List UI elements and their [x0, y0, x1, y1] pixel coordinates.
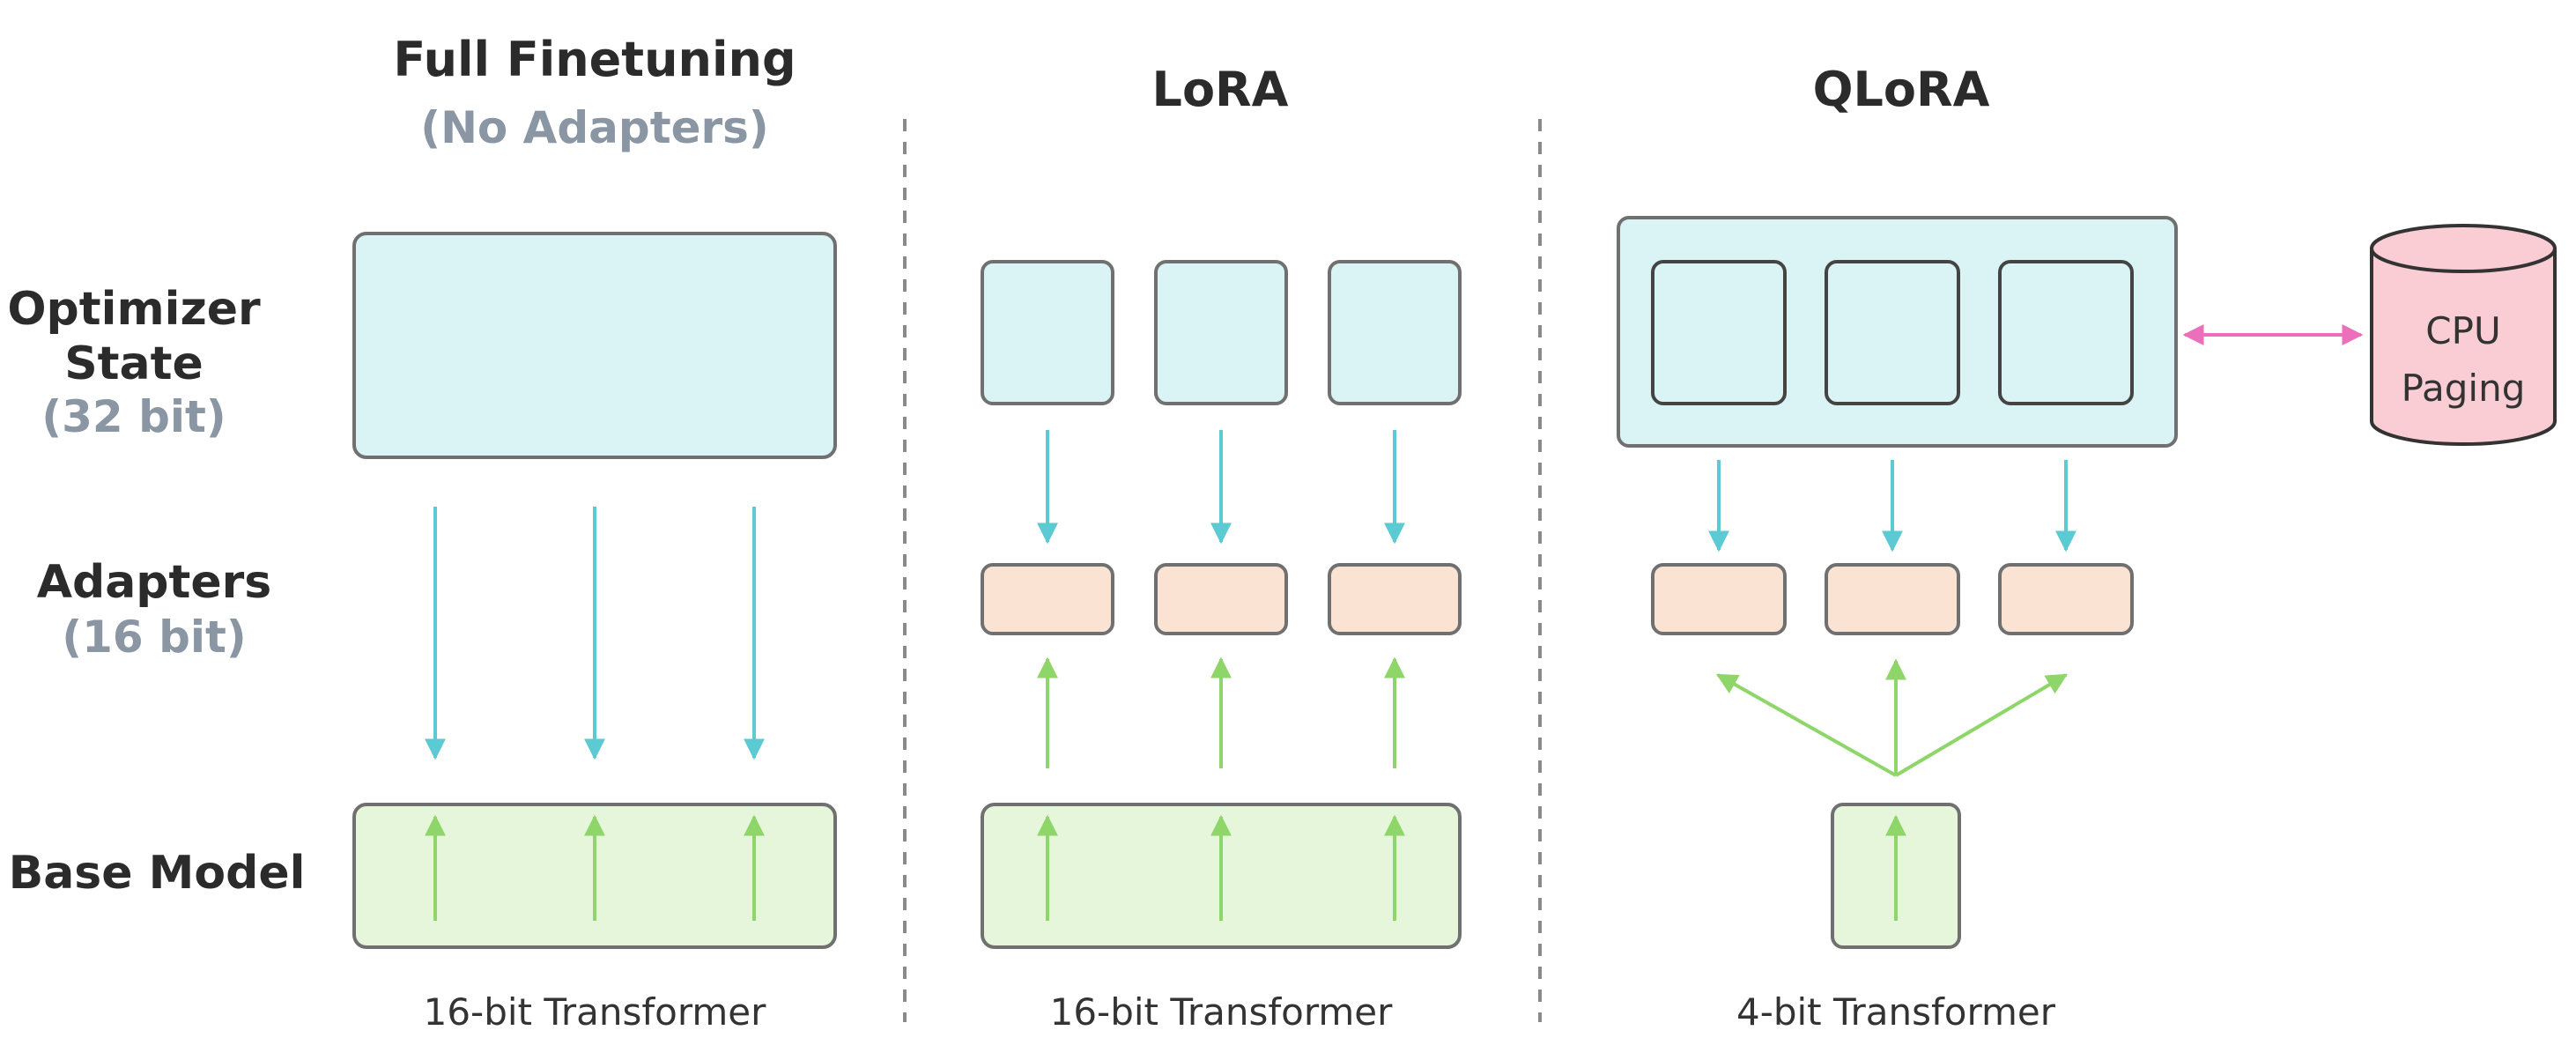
paging-label: Paging — [2402, 367, 2526, 410]
row-label-optimizer: Optimizer — [7, 283, 261, 336]
qlora-adapter-block — [1825, 563, 1960, 635]
qlora-adapter-arrow — [1894, 673, 2069, 777]
row-label-adapters: Adapters — [37, 556, 272, 609]
qlora-adapter-arrow — [1715, 673, 1897, 777]
row-label-optimizer-state: State — [64, 337, 204, 390]
cpu-paging-cylinder-body — [2370, 248, 2557, 446]
row-label-base-model: Base Model — [9, 847, 306, 900]
lora-optimizer-block — [1328, 260, 1462, 405]
full-finetuning-subtitle: (No Adapters) — [420, 102, 769, 153]
lora-title: LoRA — [1152, 62, 1289, 117]
qlora-adapter-block — [1651, 563, 1787, 635]
qlora-optimizer-block — [1998, 260, 2134, 405]
cpu-paging-cylinder-top — [2370, 224, 2557, 273]
qlora-caption: 4-bit Transformer — [1736, 990, 2056, 1034]
row-sub-optimizer-bits: (32 bit) — [41, 391, 226, 442]
lora-adapter-block — [1328, 563, 1462, 635]
full-finetuning-caption: 16-bit Transformer — [424, 990, 766, 1034]
cpu-label: CPU — [2425, 309, 2500, 352]
lora-caption: 16-bit Transformer — [1050, 990, 1393, 1034]
full-optimizer-block — [352, 232, 837, 459]
qlora-title: QLoRA — [1813, 62, 1990, 117]
lora-optimizer-block — [1154, 260, 1288, 405]
row-sub-adapters-bits: (16 bit) — [62, 612, 247, 663]
lora-optimizer-block — [981, 260, 1114, 405]
qlora-optimizer-block — [1825, 260, 1960, 405]
qlora-adapter-block — [1998, 563, 2134, 635]
qlora-optimizer-block — [1651, 260, 1787, 405]
lora-adapter-block — [981, 563, 1114, 635]
lora-adapter-block — [1154, 563, 1288, 635]
full-finetuning-title: Full Finetuning — [393, 32, 796, 87]
